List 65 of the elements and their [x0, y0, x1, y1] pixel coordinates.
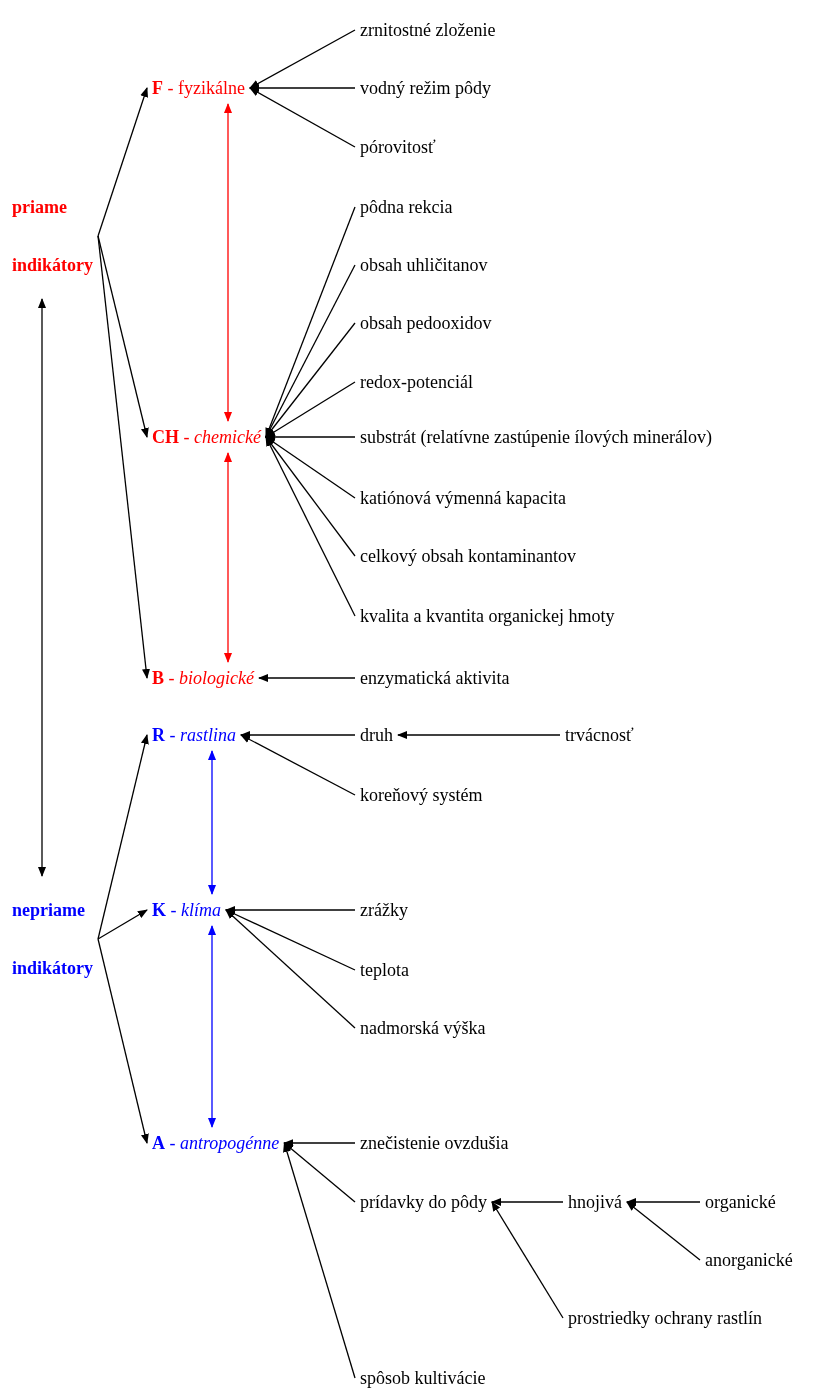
arrow: [225, 909, 356, 1029]
arrow: [491, 1201, 564, 1319]
arrow: [249, 29, 356, 89]
arrow: [397, 731, 561, 739]
indicator-label: celkový obsah kontaminantov: [360, 545, 576, 567]
arrow: [248, 84, 356, 92]
indicator-label: prídavky do pôdy: [360, 1191, 487, 1213]
double-arrow: [38, 298, 46, 877]
indicator-group-label: nepriame indikátory: [12, 881, 130, 997]
indicator-label: obsah uhličitanov: [360, 254, 488, 276]
arrow: [265, 322, 356, 438]
double-arrow: [208, 925, 216, 1128]
double-arrow: [224, 103, 232, 422]
category-label: CH - chemické: [152, 426, 261, 448]
arrow: [626, 1201, 701, 1261]
arrow: [283, 1139, 356, 1147]
category-label: F - fyzikálne: [152, 77, 245, 99]
arrow: [249, 87, 356, 148]
arrow: [491, 1198, 564, 1206]
arrow: [225, 909, 356, 971]
arrow: [265, 436, 356, 499]
double-arrow: [208, 750, 216, 895]
arrow: [97, 235, 150, 679]
indicator-label: koreňový systém: [360, 784, 483, 806]
arrow: [626, 1198, 701, 1206]
indicator-label: pôdna rekcia: [360, 196, 453, 218]
category-label: K - klíma: [152, 899, 221, 921]
indicator-label: substrát (relatívne zastúpenie ílových minerálov): [360, 426, 712, 448]
indicator-label: anorganické: [705, 1249, 793, 1271]
indicator-label: kvalita a kvantita organickej hmoty: [360, 605, 615, 627]
indicator-label: obsah pedooxidov: [360, 312, 492, 334]
category-label: R - rastlina: [152, 724, 236, 746]
arrow: [265, 436, 356, 557]
indicator-group-label: priame indikátory: [12, 178, 130, 294]
arrow: [265, 381, 356, 438]
double-arrow: [224, 452, 232, 663]
arrow: [97, 909, 148, 940]
arrow: [97, 938, 149, 1144]
indicator-label: trvácnosť: [565, 724, 634, 746]
indicator-label: spôsob kultivácie: [360, 1367, 486, 1389]
arrow: [97, 734, 149, 940]
category-label: A - antropogénne: [152, 1132, 280, 1154]
indicator-label: hnojivá: [568, 1191, 622, 1213]
indicator-label: druh: [360, 724, 393, 746]
arrow: [265, 436, 356, 617]
arrow: [283, 1142, 356, 1379]
indicator-label: vodný režim pôdy: [360, 77, 491, 99]
indicator-label: zrnitostné zloženie: [360, 19, 496, 41]
category-label: B - biologické: [152, 667, 254, 689]
indicator-label: enzymatická aktivita: [360, 667, 510, 689]
arrow: [283, 1142, 356, 1203]
arrow: [258, 674, 356, 682]
arrow: [97, 87, 148, 237]
arrow: [240, 734, 356, 796]
indicator-label: teplota: [360, 959, 409, 981]
arrow: [240, 731, 356, 739]
indicator-label: organické: [705, 1191, 776, 1213]
indicator-label: katiónová výmenná kapacita: [360, 487, 566, 509]
indicator-label: redox-potenciál: [360, 371, 473, 393]
indicator-label: prostriedky ochrany rastlín: [568, 1307, 762, 1329]
indicator-label: znečistenie ovzdušia: [360, 1132, 509, 1154]
arrow: [225, 906, 356, 914]
indicator-label: pórovitosť: [360, 136, 436, 158]
indicator-label: zrážky: [360, 899, 408, 921]
indicator-label: nadmorská výška: [360, 1017, 486, 1039]
